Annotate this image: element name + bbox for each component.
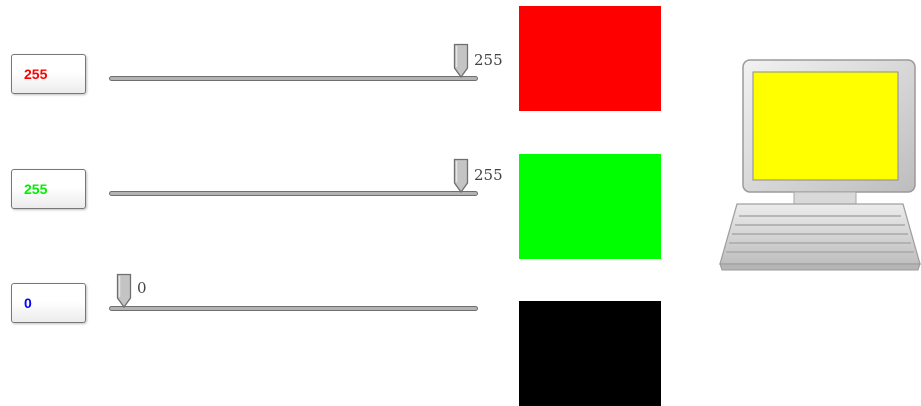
- green-slider-readout: 255: [474, 166, 503, 184]
- blue-slider-thumb[interactable]: [116, 273, 132, 309]
- red-color-swatch: [519, 6, 661, 111]
- computer-monitor-icon: [719, 58, 921, 272]
- green-slider-track[interactable]: [109, 191, 478, 196]
- blue-slider-readout: 0: [137, 279, 147, 297]
- blue-slider-track[interactable]: [109, 306, 478, 311]
- green-value-input[interactable]: 255: [11, 169, 86, 209]
- blue-value-input[interactable]: 0: [11, 283, 86, 323]
- green-slider-thumb[interactable]: [453, 158, 469, 194]
- red-value-input[interactable]: 255: [11, 54, 86, 94]
- red-slider-thumb[interactable]: [453, 43, 469, 79]
- green-color-swatch: [519, 154, 661, 259]
- blue-color-swatch: [519, 301, 661, 406]
- red-slider-readout: 255: [474, 51, 503, 69]
- red-slider-track[interactable]: [109, 76, 478, 81]
